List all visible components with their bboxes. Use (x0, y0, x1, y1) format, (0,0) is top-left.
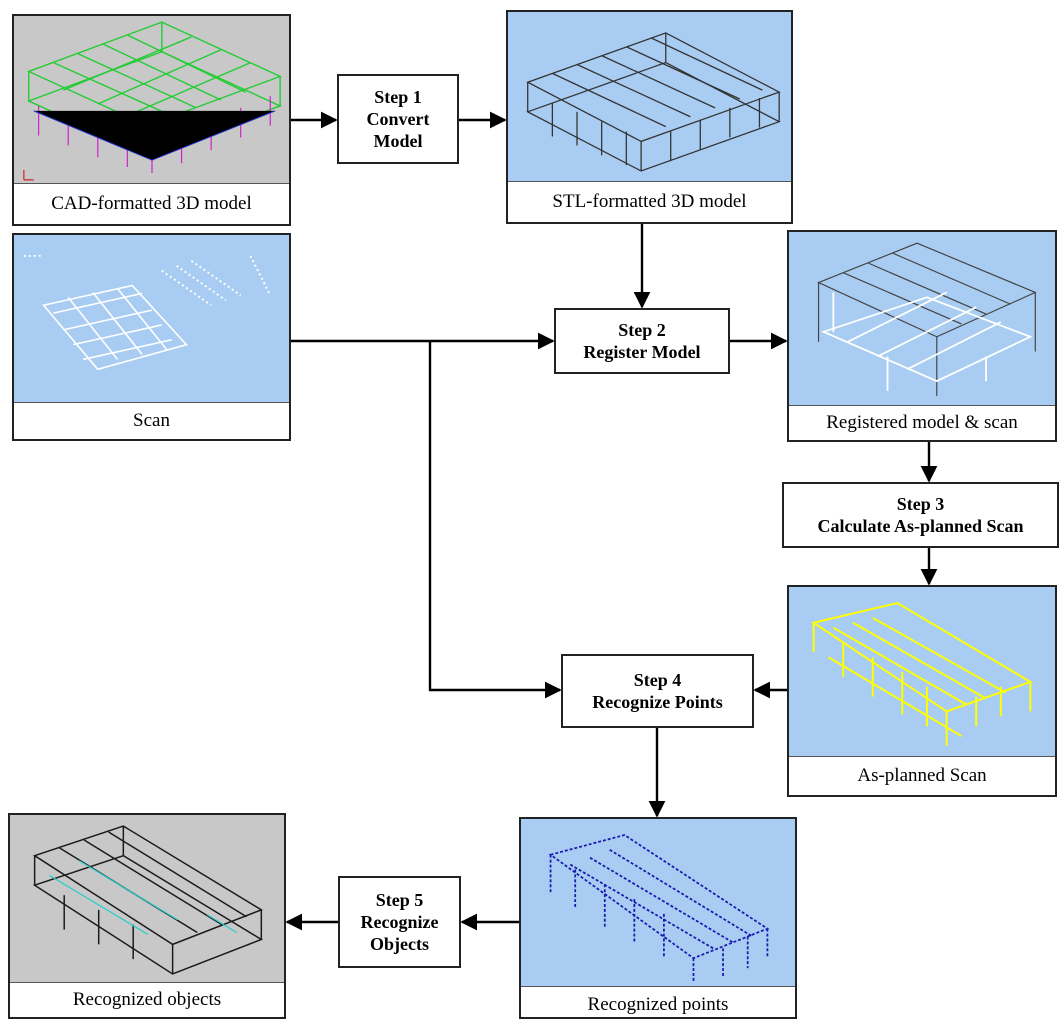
stl-model-image (508, 12, 791, 186)
registered-panel: Registered model & scan (787, 230, 1057, 442)
step2-line1: Register Model (583, 342, 701, 362)
recognized-objects-image (10, 815, 284, 987)
scan-panel: Scan (12, 233, 291, 441)
step1-box: Step 1 Convert Model (337, 74, 459, 164)
as-planned-image (789, 587, 1055, 759)
recognized-objects-panel: Recognized objects (8, 813, 286, 1019)
stl-model-caption: STL-formatted 3D model (508, 181, 791, 222)
as-planned-caption: As-planned Scan (789, 756, 1055, 795)
step4-line1: Recognize Points (592, 692, 723, 712)
step4-number: Step 4 (633, 670, 682, 690)
step1-line2: Model (373, 131, 423, 151)
arrow-scan-branch-to-step4 (428, 341, 562, 699)
step4-box: Step 4 Recognize Points (561, 654, 754, 728)
step3-line1: Calculate As-planned Scan (817, 516, 1024, 536)
cad-model-image (14, 16, 289, 188)
step5-number: Step 5 (375, 890, 424, 910)
recognized-points-image (521, 819, 795, 989)
scan-caption: Scan (14, 402, 289, 439)
step5-box: Step 5 Recognize Objects (338, 876, 461, 968)
step5-line1: Recognize (360, 912, 439, 932)
step1-line1: Convert (366, 109, 430, 129)
registered-caption: Registered model & scan (789, 405, 1055, 440)
step2-box: Step 2 Register Model (554, 308, 730, 374)
recognized-points-panel: Recognized points (519, 817, 797, 1019)
step2-number: Step 2 (618, 320, 666, 340)
cad-model-caption: CAD-formatted 3D model (14, 183, 289, 224)
step5-line2: Objects (370, 934, 429, 954)
scan-image (14, 235, 289, 407)
recognized-objects-caption: Recognized objects (10, 982, 284, 1017)
step3-number: Step 3 (896, 494, 945, 514)
step3-box: Step 3 Calculate As-planned Scan (782, 482, 1059, 548)
stl-model-panel: STL-formatted 3D model (506, 10, 793, 224)
step1-number: Step 1 (374, 87, 422, 107)
recognized-points-caption: Recognized points (521, 986, 795, 1017)
registered-image (789, 232, 1055, 410)
cad-model-panel: CAD-formatted 3D model (12, 14, 291, 226)
as-planned-panel: As-planned Scan (787, 585, 1057, 797)
